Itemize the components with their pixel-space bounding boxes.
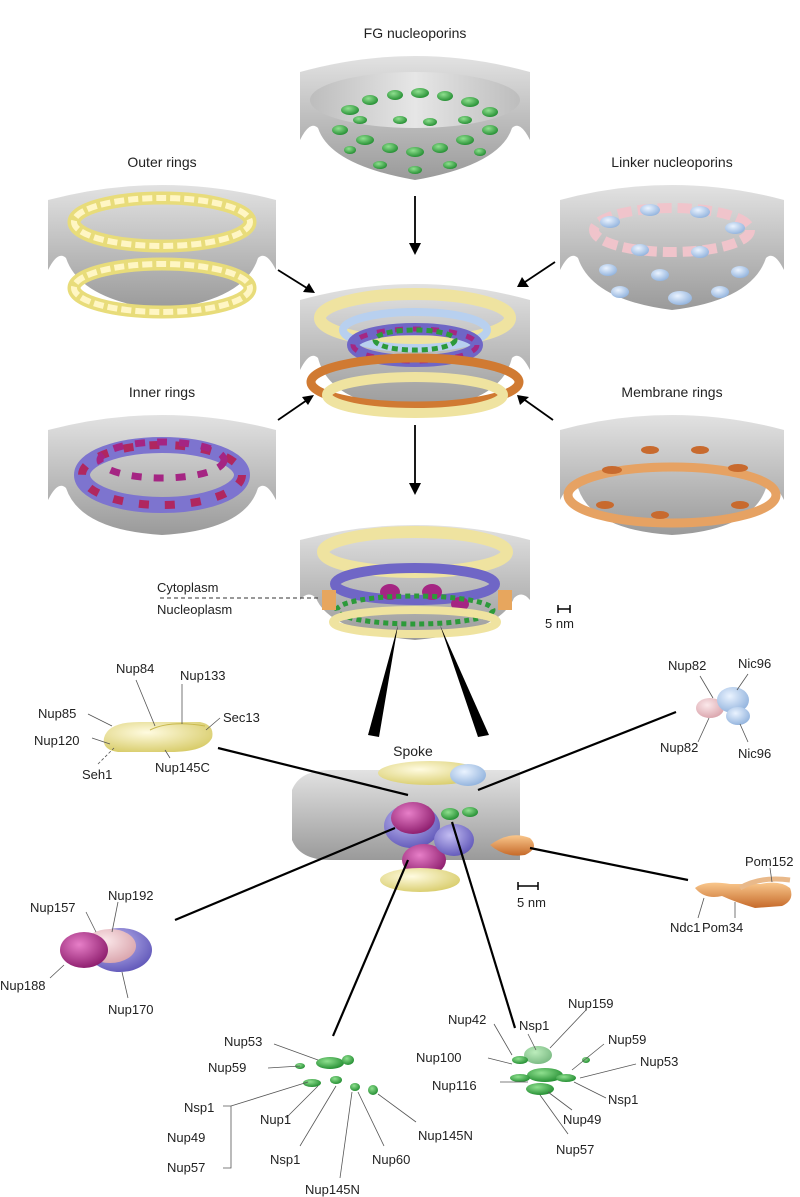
membrane-panel-title: Membrane rings <box>621 384 722 400</box>
inner-ring-complex: Nup157 Nup192 Nup188 Nup170 <box>0 888 154 1017</box>
label-nup85: Nup85 <box>38 706 76 721</box>
linker-nucleoporins-panel: Linker nucleoporins <box>560 154 784 310</box>
label-nic96-bottom: Nic96 <box>738 746 771 761</box>
outer-rings-panel: Outer rings <box>48 154 276 319</box>
label-nup157: Nup157 <box>30 900 76 915</box>
label-nup192: Nup192 <box>108 888 154 903</box>
fg-panel-title: FG nucleoporins <box>364 25 467 41</box>
membrane-rings-panel: Membrane rings <box>560 384 784 535</box>
cross-section-scale-label: 5 nm <box>545 616 574 631</box>
label-nsp1-left-a: Nsp1 <box>184 1100 214 1115</box>
zoom-wedge-right <box>440 625 489 737</box>
label-pom152: Pom152 <box>745 854 793 869</box>
label-sec13: Sec13 <box>223 710 260 725</box>
label-nic96-top: Nic96 <box>738 656 771 671</box>
inner-rings-panel: Inner rings <box>48 384 276 535</box>
label-nsp1-right-a: Nsp1 <box>519 1018 549 1033</box>
label-nup120: Nup120 <box>34 733 80 748</box>
npc-cross-section: Cytoplasm Nucleoplasm 5 nm <box>157 525 574 640</box>
label-nup1: Nup1 <box>260 1112 291 1127</box>
label-nup57-right: Nup57 <box>556 1142 594 1157</box>
outer-panel-title: Outer rings <box>127 154 196 170</box>
label-nup84: Nup84 <box>116 661 154 676</box>
label-nup49-right: Nup49 <box>563 1112 601 1127</box>
assembly-arrows <box>277 196 556 495</box>
fg-blobs <box>332 88 498 174</box>
linker-complex: Nup82 Nic96 Nup82 Nic96 <box>660 656 771 761</box>
label-nup116: Nup116 <box>432 1078 477 1093</box>
fg-complex-right: Nup42 Nup159 Nsp1 Nup59 Nup100 Nup53 Nup… <box>416 996 678 1157</box>
zoom-wedge-left <box>368 625 398 737</box>
label-nsp1-left-b: Nsp1 <box>270 1152 300 1167</box>
spoke-panel: Spoke 5 nm <box>292 743 546 910</box>
label-seh1: Seh1 <box>82 767 112 782</box>
label-nup53-right: Nup53 <box>640 1054 678 1069</box>
label-nup49-left: Nup49 <box>167 1130 205 1145</box>
label-nup100: Nup100 <box>416 1050 462 1065</box>
label-nup53-left: Nup53 <box>224 1034 262 1049</box>
label-ndc1: Ndc1 <box>670 920 700 935</box>
label-nup170: Nup170 <box>108 1002 154 1017</box>
label-nsp1-right-b: Nsp1 <box>608 1092 638 1107</box>
label-nup133: Nup133 <box>180 668 226 683</box>
label-nup145c: Nup145C <box>155 760 210 775</box>
label-nup82-bottom: Nup82 <box>660 740 698 755</box>
label-nup42: Nup42 <box>448 1012 486 1027</box>
fg-complex-left: Nup53 Nup59 Nsp1 Nup49 Nup57 Nup1 Nsp1 N… <box>167 1034 473 1197</box>
membrane-complex: Pom152 Ndc1 Pom34 <box>670 854 793 935</box>
outer-ring-complex: Nup85 Nup84 Nup133 Sec13 Nup120 Seh1 Nup… <box>34 661 260 782</box>
label-nup59-right: Nup59 <box>608 1032 646 1047</box>
label-nup145n-right: Nup145N <box>418 1128 473 1143</box>
label-nup159: Nup159 <box>568 996 614 1011</box>
assembled-npc <box>300 284 530 418</box>
label-pom34: Pom34 <box>702 920 743 935</box>
spoke-scale-label: 5 nm <box>517 895 546 910</box>
fg-nucleoporins-panel: FG nucleoporins <box>300 25 530 180</box>
label-nup60: Nup60 <box>372 1152 410 1167</box>
label-nup82-top: Nup82 <box>668 658 706 673</box>
label-nup57-left: Nup57 <box>167 1160 205 1175</box>
inner-panel-title: Inner rings <box>129 384 195 400</box>
label-nup59-left: Nup59 <box>208 1060 246 1075</box>
nucleoplasm-label: Nucleoplasm <box>157 602 232 617</box>
component-connectors <box>174 710 689 1037</box>
cytoplasm-label: Cytoplasm <box>157 580 218 595</box>
label-nup188: Nup188 <box>0 978 46 993</box>
spoke-title: Spoke <box>393 743 433 759</box>
label-nup145n-bottom: Nup145N <box>305 1182 360 1197</box>
linker-panel-title: Linker nucleoporins <box>611 154 732 170</box>
